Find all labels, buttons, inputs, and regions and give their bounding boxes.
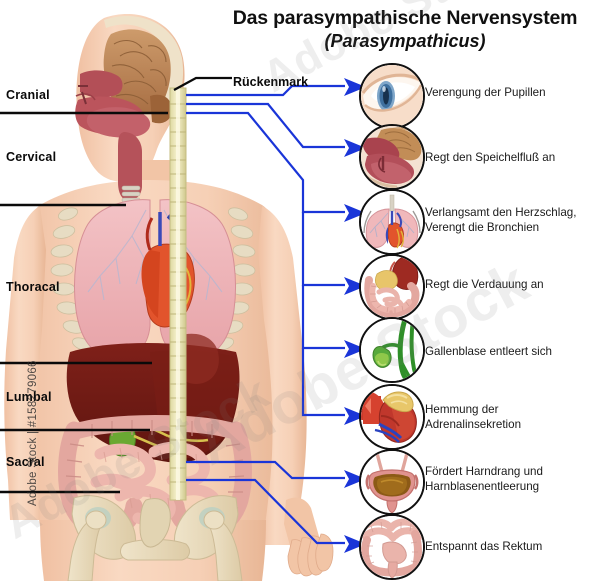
- region-label-sacral: Sacral: [6, 455, 45, 469]
- title-subtitle: (Parasympathicus): [324, 31, 486, 51]
- salivary-gland-icon: [359, 124, 425, 190]
- title-main: Das parasympathische Nervensystem: [232, 7, 578, 29]
- gallbladder-icon: [359, 317, 425, 383]
- watermark-side-credit: Adobe Stock | #158279066: [27, 360, 39, 506]
- lungs-heart-icon: [359, 189, 425, 255]
- region-label-thoracal: Thoracal: [6, 280, 60, 294]
- region-label-cervical: Cervical: [6, 150, 57, 164]
- effect-label-pupil: Verengung der Pupillen: [425, 86, 546, 99]
- page-title: Das parasympathische Nervensystem (Paras…: [215, 6, 595, 52]
- effect-label-salivation: Regt den Speichelfluß an: [425, 151, 556, 164]
- rectum-icon: [359, 514, 425, 580]
- ruckenmark-leader-line: [173, 76, 232, 91]
- effect-label-heart-bronchi: Verlangsamt den Herzschlag, Verengt die …: [425, 206, 577, 234]
- adrenal-gland-icon: [359, 384, 425, 450]
- stomach-intestine-icon: [359, 254, 425, 320]
- effect-label-bladder: Fördert Harndrang und Harnblasenentleeru…: [425, 465, 543, 493]
- effect-label-adrenaline: Hemmung der Adrenalinsekretion: [425, 403, 522, 431]
- region-label-lumbal: Lumbal: [6, 390, 52, 404]
- effect-label-gallbladder: Gallenblase entleert sich: [425, 345, 552, 358]
- effect-label-rectum: Entspannt das Rektum: [425, 540, 543, 553]
- bladder-icon: [359, 449, 425, 515]
- label-ruckenmark: Rückenmark: [233, 75, 309, 89]
- region-label-cranial: Cranial: [6, 88, 50, 102]
- effect-label-digestion: Regt die Verdauung an: [425, 278, 544, 291]
- eye-icon: [359, 63, 425, 129]
